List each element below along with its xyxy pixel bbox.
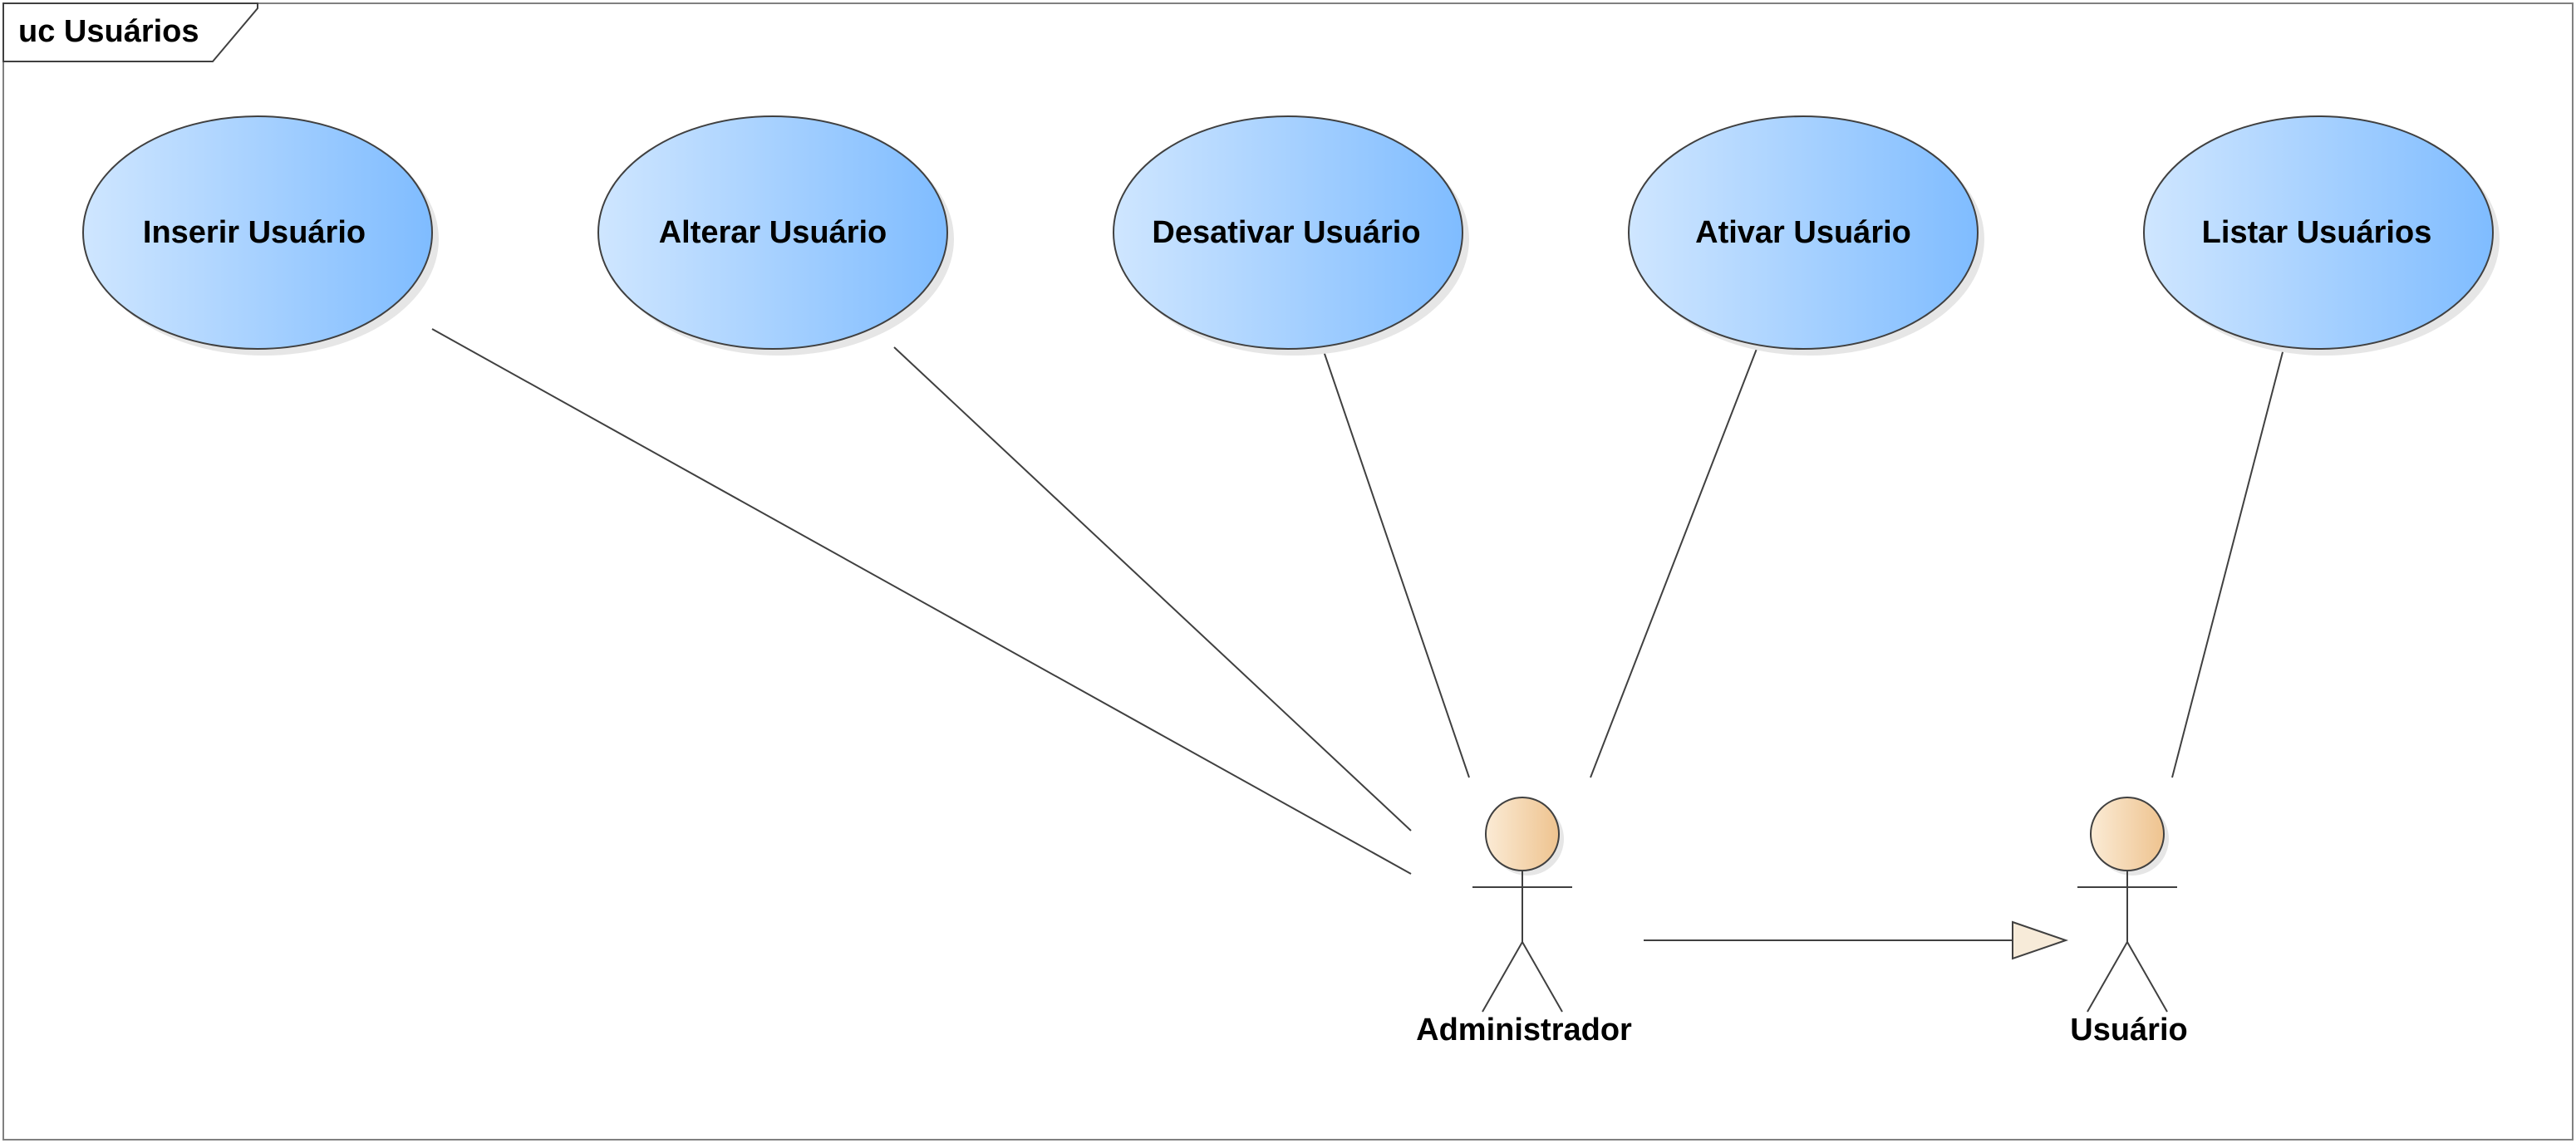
- usecase-ellipse: [597, 115, 948, 350]
- usecase-ellipse: [82, 115, 433, 350]
- association-ativar-admin: [1590, 348, 1757, 778]
- actor-administrador[interactable]: Administrador: [1416, 797, 1632, 1047]
- usecase-inserir-usuario[interactable]: Inserir Usuário: [82, 115, 439, 356]
- usecase-ativar-usuario[interactable]: Ativar Usuário: [1628, 115, 1984, 356]
- association-alterar-admin: [893, 346, 1412, 831]
- usecase-label: Desativar Usuário: [1152, 215, 1420, 250]
- association-inserir-admin: [431, 328, 1412, 875]
- usecase-listar-usuarios[interactable]: Listar Usuários: [2143, 115, 2500, 356]
- usecase-label: Listar Usuários: [2202, 215, 2432, 250]
- actor-body: [1472, 871, 1572, 1013]
- usecase-ellipse: [1113, 115, 1463, 350]
- usecase-alterar-usuario[interactable]: Alterar Usuário: [597, 115, 954, 356]
- generalization-admin-usuario: [1644, 920, 2069, 960]
- usecase-label: Ativar Usuário: [1695, 215, 1911, 250]
- actor-head: [1485, 797, 1560, 871]
- usecase-ellipse: [1628, 115, 1979, 350]
- actor-head: [2090, 797, 2165, 871]
- association-listar-usuario: [2171, 348, 2284, 778]
- association-desativar-admin: [1322, 348, 1470, 778]
- usecase-label: Alterar Usuário: [659, 215, 887, 250]
- usecase-ellipse: [2143, 115, 2494, 350]
- frame-title: uc Usuários: [18, 14, 199, 49]
- frame-title-tab: [2, 2, 258, 62]
- actor-usuario[interactable]: Usuário: [2070, 797, 2188, 1047]
- usecase-desativar-usuario[interactable]: Desativar Usuário: [1113, 115, 1469, 356]
- generalization-arrowhead: [2012, 920, 2069, 960]
- actor-label: Administrador: [1416, 1013, 1632, 1047]
- associations: [431, 328, 2284, 875]
- usecase-label: Inserir Usuário: [143, 215, 366, 250]
- actor-label: Usuário: [2070, 1013, 2187, 1047]
- actor-body: [2077, 871, 2177, 1013]
